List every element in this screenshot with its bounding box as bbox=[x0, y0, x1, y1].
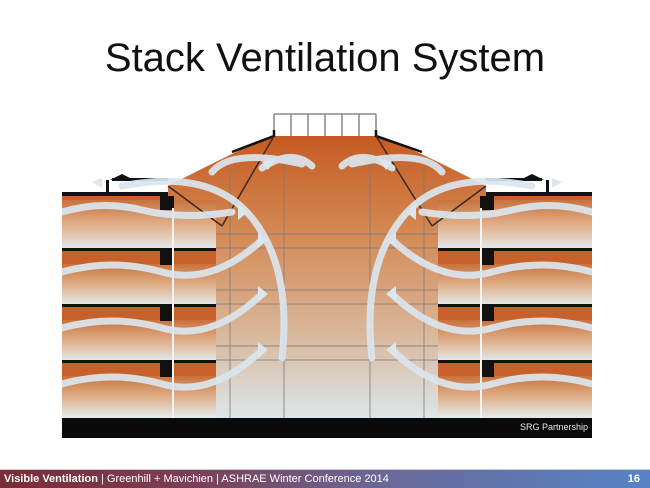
footer-separator: | bbox=[213, 473, 222, 485]
image-credit: SRG Partnership bbox=[519, 422, 588, 432]
footer-authors: Greenhill + Mavichien bbox=[106, 473, 214, 485]
footer-text: Visible Ventilation | Greenhill + Mavich… bbox=[4, 470, 389, 488]
footer-separator: | bbox=[97, 473, 107, 485]
building-section-illustration bbox=[62, 113, 592, 438]
stack-ventilation-diagram: SRG Partnership bbox=[62, 108, 592, 438]
slide-title: Stack Ventilation System bbox=[104, 36, 546, 80]
footer-bar: Visible Ventilation | Greenhill + Mavich… bbox=[0, 469, 650, 488]
footer-presentation-title: Visible Ventilation bbox=[4, 473, 98, 485]
footer-event: ASHRAE Winter Conference 2014 bbox=[221, 473, 389, 485]
page-number: 16 bbox=[627, 473, 640, 485]
